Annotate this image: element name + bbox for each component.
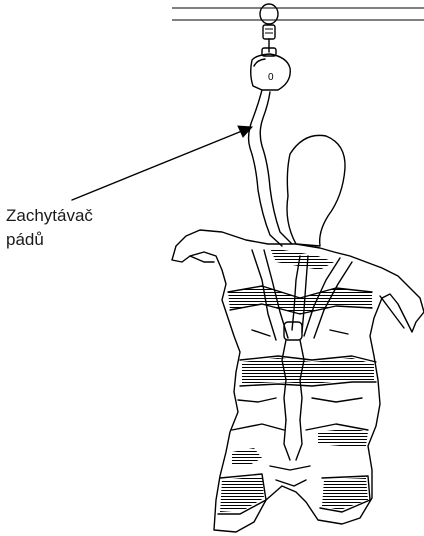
chest-strap [228, 286, 372, 314]
callout-arrow [72, 126, 252, 200]
waist-belt [240, 356, 376, 386]
lanyard [249, 90, 292, 246]
shoulder-strap-hatch [270, 248, 334, 270]
hip-straps [232, 428, 368, 466]
crotch-strap [284, 420, 302, 460]
callout-label-line2: pádů [6, 228, 93, 252]
fall-arrester-device: 0 [251, 54, 291, 90]
anchor-connector [260, 4, 278, 56]
callout-label: Zachytávač pádů [6, 204, 93, 252]
leg-straps [218, 466, 370, 514]
figure-head [287, 135, 345, 246]
anchor-rail [172, 8, 424, 20]
svg-text:0: 0 [268, 72, 274, 83]
callout-label-line1: Zachytávač [6, 204, 93, 228]
